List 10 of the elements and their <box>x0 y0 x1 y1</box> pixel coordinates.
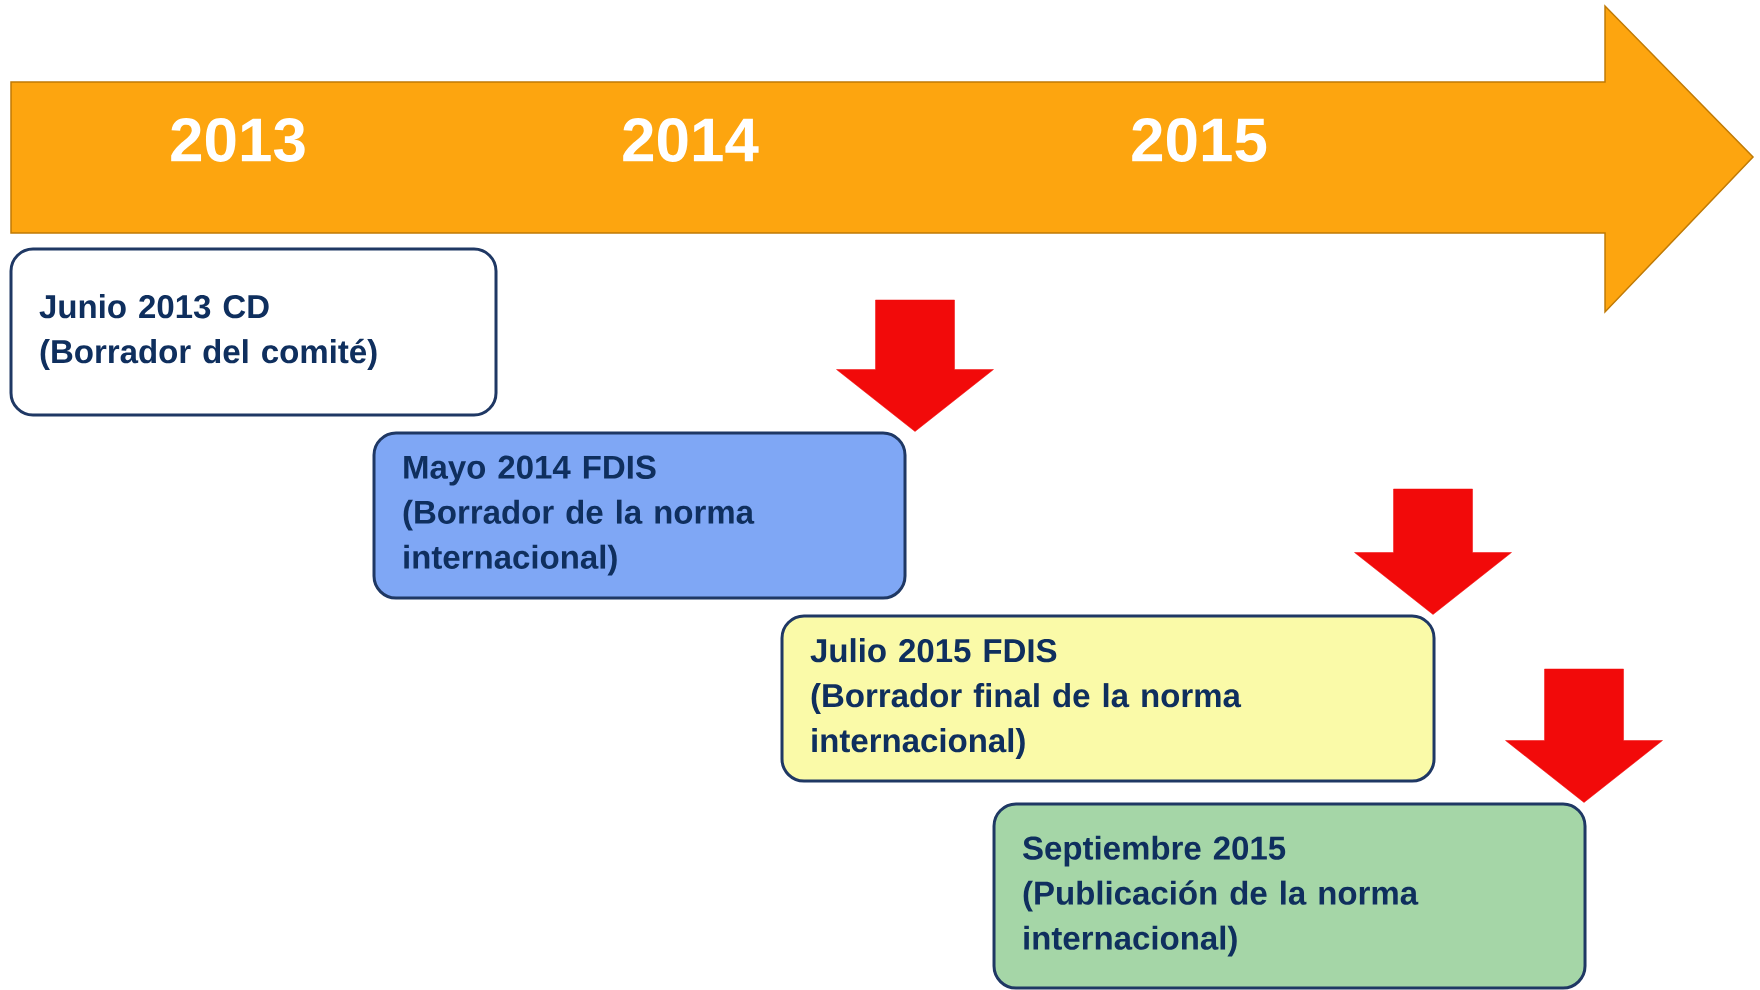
milestone-box: Julio 2015 FDIS (Borrador final de la norma internacional) <box>780 614 1436 783</box>
down-arrow <box>1505 668 1663 803</box>
down-arrow <box>836 299 994 432</box>
milestone-box: Septiembre 2015 (Publicación de la norma internacional) <box>992 802 1587 990</box>
year-label: 2013 <box>171 118 305 162</box>
milestone-box: Mayo 2014 FDIS (Borrador de la norma internacional) <box>372 431 907 600</box>
down-arrow <box>1354 488 1512 615</box>
year-label: 2014 <box>623 118 759 162</box>
milestone-box: Junio 2013 CD (Borrador del comité) <box>9 247 498 417</box>
year-label: 2015 <box>1132 118 1267 162</box>
